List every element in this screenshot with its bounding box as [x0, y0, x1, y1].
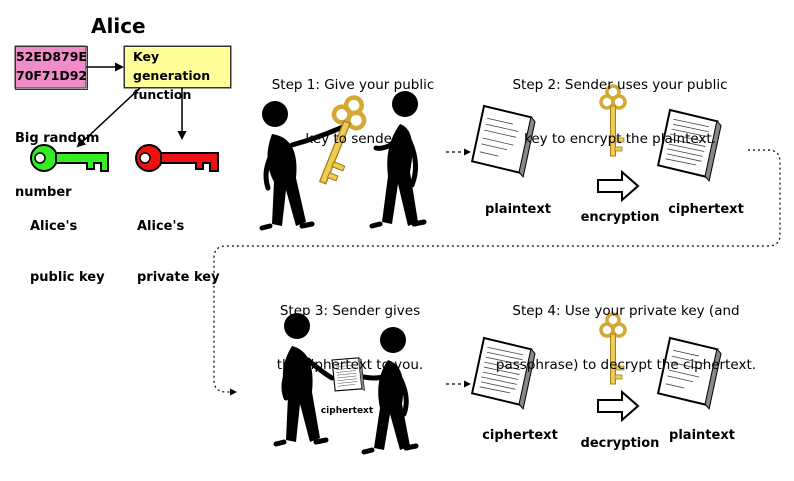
- private-key-line-2: private key: [137, 270, 220, 285]
- ciphertext-label: ciphertext: [668, 202, 744, 217]
- plaintext-label-2: plaintext: [669, 428, 735, 443]
- step1-line-2: key to sender.: [305, 131, 401, 147]
- step2-line-1: Step 2: Sender uses your public: [512, 77, 728, 93]
- arrow-icon: [597, 171, 639, 201]
- plaintext-label: plaintext: [485, 202, 551, 217]
- dashed-connector: [213, 149, 781, 396]
- random-number-box-fill: [14, 45, 87, 89]
- private-key-line-1: Alice's: [137, 219, 185, 234]
- step4-line-2: passphrase) to decrypt the ciphertext.: [495, 357, 757, 373]
- keygen-box: Key generation function: [124, 46, 231, 102]
- step4-line-1: Step 4: Use your private key (and: [512, 303, 740, 319]
- step3-line-1: Step 3: Sender gives: [279, 303, 421, 319]
- step3-line-2: the ciphertext to you.: [276, 357, 424, 373]
- random-caption-line-2: number: [15, 185, 72, 200]
- stick-figure-icon: [369, 91, 427, 229]
- public-key-label: Alice's public key: [30, 184, 105, 303]
- step2-caption: Step 2: Sender uses your public key to e…: [490, 40, 750, 166]
- stick-figure-icon: [273, 313, 335, 447]
- arrow-icon: [597, 391, 639, 421]
- green-key-icon: [30, 144, 109, 172]
- decryption-label: decryption: [580, 436, 660, 451]
- keygen-line-1: Key generation: [133, 49, 211, 83]
- stick-figure-icon: [259, 101, 348, 231]
- keygen-to-public-arrow: [76, 87, 141, 148]
- random-number-line-1: 52ED879E: [16, 49, 87, 64]
- keygen-box-fill: [123, 45, 232, 89]
- random-number-box: 52ED879E 70F71D92: [15, 46, 88, 90]
- public-key-line-2: public key: [30, 270, 105, 285]
- step1-caption: Step 1: Give your public key to sender.: [253, 40, 453, 166]
- encryption-label: encryption: [580, 210, 660, 225]
- ciphertext-small-label: ciphertext: [320, 406, 374, 416]
- stick-figure-icon: [357, 327, 419, 455]
- keygen-line-2: function: [133, 87, 192, 102]
- random-number-caption: Big random number: [15, 94, 99, 220]
- red-key-icon: [135, 144, 219, 172]
- step2-line-2: key to encrypt the plaintext.: [523, 131, 717, 147]
- private-key-label: Alice's private key: [137, 184, 220, 303]
- step4-caption: Step 4: Use your private key (and passph…: [476, 266, 776, 392]
- random-caption-line-1: Big random: [15, 131, 100, 146]
- public-key-line-1: Alice's: [30, 219, 78, 234]
- step1-line-1: Step 1: Give your public: [271, 77, 435, 93]
- step3-caption: Step 3: Sender gives the ciphertext to y…: [252, 266, 448, 392]
- ciphertext-label-2: ciphertext: [482, 428, 558, 443]
- page-title: Alice: [91, 14, 146, 38]
- random-number-line-2: 70F71D92: [16, 68, 88, 83]
